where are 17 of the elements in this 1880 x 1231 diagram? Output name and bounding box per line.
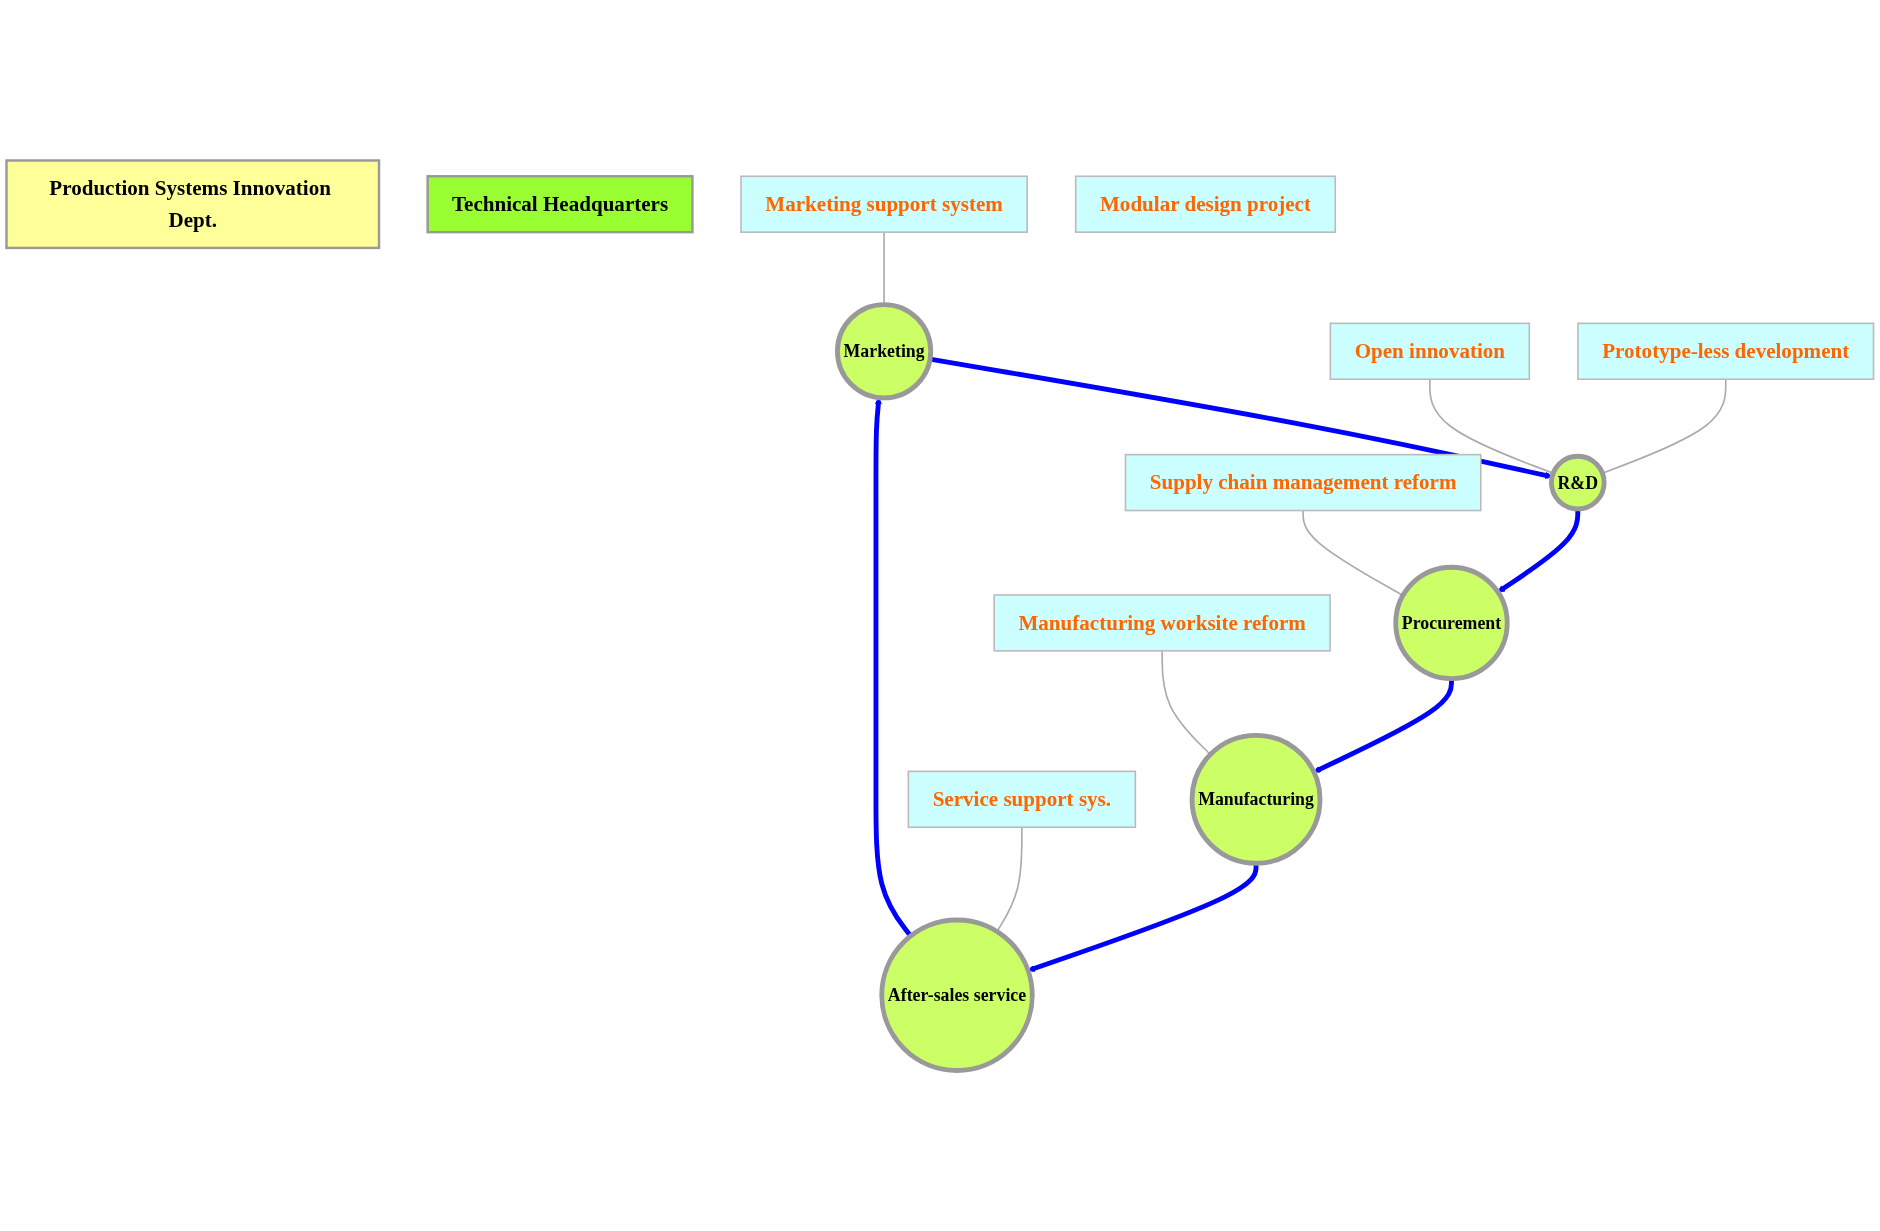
connector xyxy=(1429,378,1554,474)
connector xyxy=(1302,509,1404,597)
node-box: Prototype-less development xyxy=(1577,322,1875,381)
node-box: Service support sys. xyxy=(907,770,1137,829)
node-box: Marketing support system xyxy=(740,175,1028,233)
node-circle: Procurement xyxy=(1393,564,1510,682)
connector xyxy=(1161,650,1212,756)
node-box: Production Systems Innovation Dept. xyxy=(5,159,381,250)
node-circle: Marketing xyxy=(835,302,934,401)
node-box: Supply chain management reform xyxy=(1124,453,1482,512)
node-circle: R&D xyxy=(1549,453,1607,512)
node-box: Open innovation xyxy=(1329,322,1531,381)
node-box: Technical Headquarters xyxy=(426,175,694,234)
node-circle: Manufacturing xyxy=(1189,732,1323,866)
node-box: Modular design project xyxy=(1074,175,1337,233)
node-box: Manufacturing worksite reform xyxy=(993,594,1331,652)
node-circle: After-sales service xyxy=(879,917,1035,1073)
